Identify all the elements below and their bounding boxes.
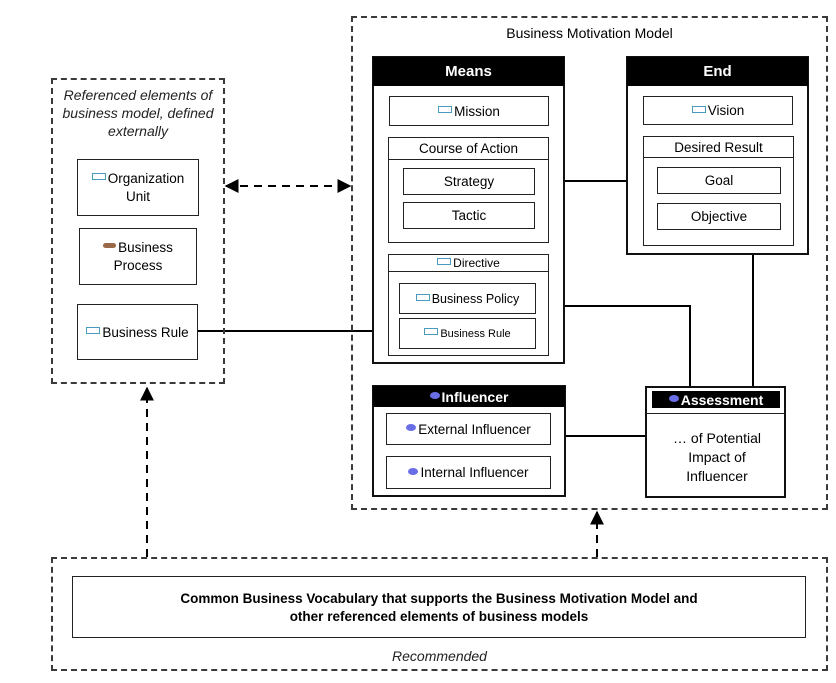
end-header: End bbox=[627, 57, 808, 86]
external-influencer-label: External Influencer bbox=[418, 421, 531, 437]
desired-result-divider bbox=[644, 157, 793, 158]
strategy-box[interactable]: Strategy bbox=[403, 168, 535, 195]
business-process-label: Business Process bbox=[113, 239, 173, 273]
goal-box[interactable]: Goal bbox=[657, 167, 781, 194]
element-rect-icon bbox=[86, 327, 101, 335]
assessment-header-label: Assessment bbox=[680, 391, 764, 408]
vocabulary-line-2: other referenced elements of business mo… bbox=[289, 609, 589, 624]
element-rect-icon bbox=[438, 106, 453, 114]
mission-label: Mission bbox=[454, 103, 500, 119]
objective-box[interactable]: Objective bbox=[657, 203, 781, 230]
organization-unit-label: Organization Unit bbox=[107, 170, 185, 204]
directive-to-assessment-link bbox=[560, 305, 691, 387]
external-panel-title: Referenced elements of business model, d… bbox=[62, 87, 214, 139]
recommended-label: Recommended bbox=[392, 648, 487, 664]
means-header: Means bbox=[373, 57, 564, 86]
internal-influencer-box[interactable]: Internal Influencer bbox=[386, 456, 551, 489]
influencer-oval-icon bbox=[408, 467, 419, 475]
course-of-action-title: Course of Action bbox=[418, 141, 519, 156]
directive-label: Directive bbox=[453, 256, 500, 270]
directive-divider bbox=[389, 271, 548, 272]
desired-result-title: Desired Result bbox=[674, 140, 763, 155]
assessment-header: Assessment bbox=[652, 391, 780, 408]
external-influencer-box[interactable]: External Influencer bbox=[386, 413, 551, 445]
assessment-divider bbox=[646, 413, 785, 414]
vision-box[interactable]: Vision bbox=[643, 96, 793, 125]
external-business-rule-box[interactable]: Business Rule bbox=[77, 304, 198, 360]
bmm-panel bbox=[351, 16, 828, 510]
directive-title: Directive bbox=[389, 256, 548, 270]
course-of-action-divider bbox=[389, 159, 548, 160]
organization-unit-box[interactable]: Organization Unit bbox=[77, 159, 199, 216]
mission-box[interactable]: Mission bbox=[389, 96, 549, 126]
influencer-oval-icon bbox=[668, 395, 679, 403]
influencer-header: Influencer bbox=[373, 386, 565, 407]
assessment-description: … of Potential Impact of Influencer bbox=[673, 429, 761, 484]
influencer-header-label: Influencer bbox=[441, 388, 509, 405]
internal-influencer-label: Internal Influencer bbox=[420, 465, 529, 480]
element-rect-icon bbox=[437, 258, 452, 266]
external-elements-panel bbox=[51, 78, 225, 384]
business-process-box[interactable]: Business Process bbox=[79, 228, 197, 285]
directive-business-rule-box[interactable]: Business Rule bbox=[399, 318, 536, 349]
element-rect-icon bbox=[424, 328, 439, 336]
influencer-oval-icon bbox=[429, 392, 440, 400]
business-policy-label: Business Policy bbox=[431, 291, 520, 306]
tactic-box[interactable]: Tactic bbox=[403, 202, 535, 229]
element-rect-icon bbox=[91, 173, 106, 181]
element-rect-icon bbox=[691, 105, 706, 113]
recommended-panel bbox=[51, 557, 828, 671]
vision-label: Vision bbox=[707, 103, 745, 118]
vocabulary-box bbox=[72, 576, 806, 638]
directive-business-rule-label: Business Rule bbox=[440, 327, 511, 340]
process-bar-icon bbox=[103, 243, 117, 249]
vocabulary-line-1: Common Business Vocabulary that supports… bbox=[180, 591, 698, 606]
external-business-rule-label: Business Rule bbox=[102, 324, 189, 340]
bmm-title: Business Motivation Model bbox=[506, 25, 673, 41]
business-policy-box[interactable]: Business Policy bbox=[399, 283, 536, 314]
element-rect-icon bbox=[415, 293, 430, 301]
influencer-oval-icon bbox=[406, 424, 417, 432]
